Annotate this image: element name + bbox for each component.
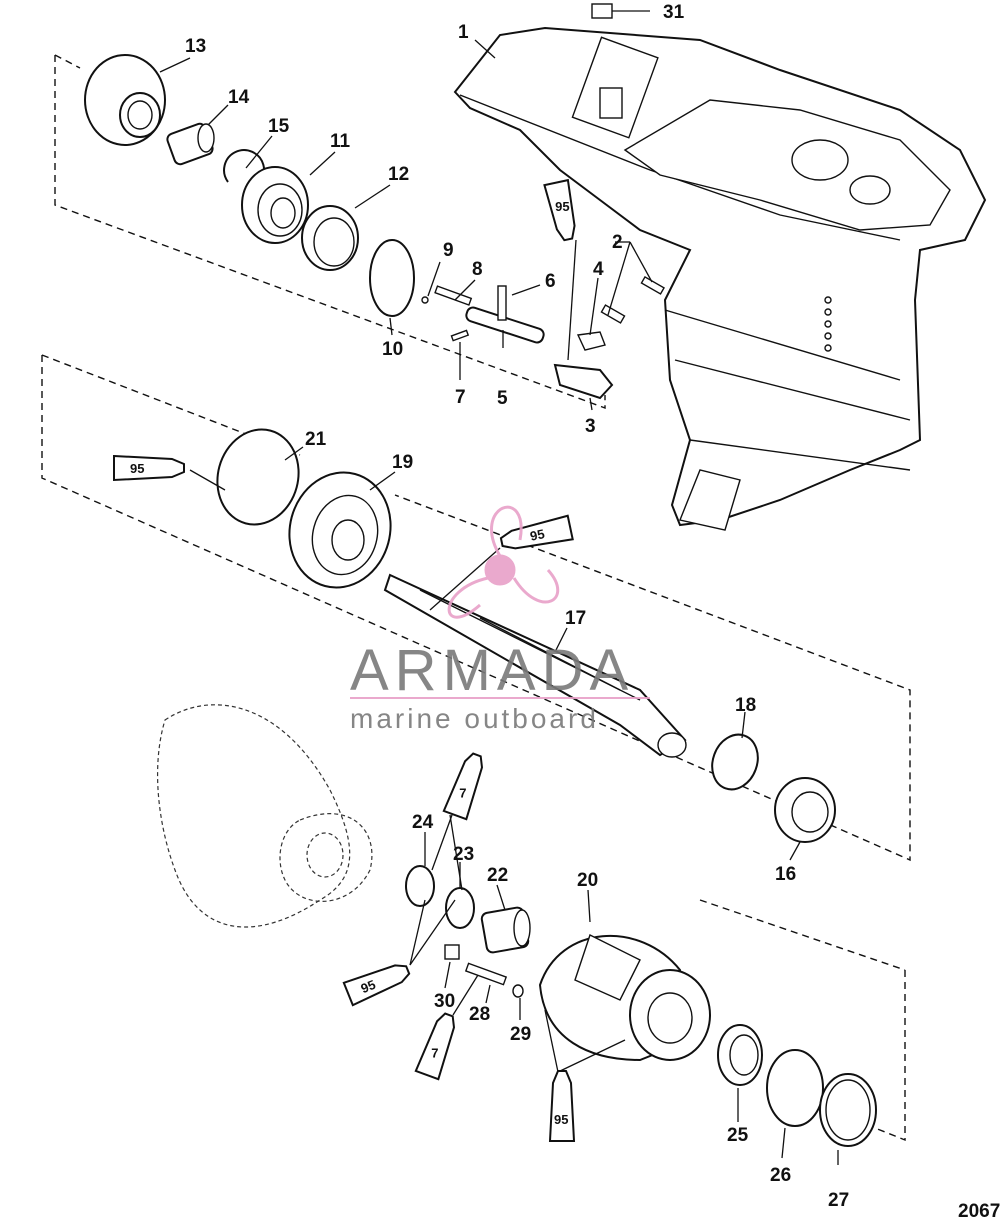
callout-29: 29	[510, 1024, 531, 1045]
spring-2a	[600, 304, 626, 324]
tube-label: 95	[130, 461, 144, 476]
callout-18: 18	[735, 695, 756, 716]
sealant-tube-95-lower-left: 95	[342, 964, 411, 1007]
washer-29	[512, 984, 524, 998]
callout-26: 26	[770, 1165, 791, 1186]
propeller-logo	[447, 505, 560, 619]
callout-2: 2	[612, 232, 623, 253]
needle-bearing	[166, 122, 215, 166]
callout-5: 5	[497, 388, 508, 409]
pin-6	[497, 285, 507, 321]
tube-label: 95	[359, 977, 378, 996]
callout-7: 7	[455, 387, 466, 408]
callout-12: 12	[388, 164, 409, 185]
callout-10: 10	[382, 339, 403, 360]
sealant-tube-95-left: 95	[113, 454, 185, 482]
nut-30	[444, 944, 460, 960]
o-ring-21	[216, 428, 300, 526]
callout-21: 21	[305, 429, 327, 450]
callout-13: 13	[185, 36, 206, 57]
tube-label: 95	[554, 1112, 568, 1127]
shift-cam-3	[553, 363, 614, 400]
callout-11: 11	[330, 131, 351, 152]
bearing-carrier-20	[538, 934, 711, 1062]
detent-4	[576, 331, 606, 351]
housing-holes	[824, 296, 832, 352]
stud-28	[464, 962, 508, 986]
bearing-race	[301, 205, 359, 271]
callout-14: 14	[228, 87, 250, 108]
callout-20: 20	[577, 870, 598, 891]
callout-27: 27	[828, 1190, 849, 1211]
group-boundary-upper-top	[54, 54, 81, 69]
callout-25: 25	[727, 1125, 749, 1146]
washer-9	[421, 296, 429, 304]
callout-4: 4	[593, 259, 604, 280]
callout-31: 31	[663, 2, 685, 23]
callout-16: 16	[775, 864, 796, 885]
needle-bearing-25	[717, 1024, 763, 1086]
spring-2b	[640, 275, 665, 295]
group-boundary-lower	[869, 970, 906, 1142]
propeller-shaft-17	[383, 573, 687, 758]
decal-part-31	[591, 3, 613, 19]
callout-22: 22	[487, 865, 508, 886]
armada-watermark: ARMADA marine outboard	[350, 505, 650, 734]
callout-1: 1	[458, 22, 469, 43]
watermark-brand: ARMADA	[350, 638, 634, 703]
callout-15: 15	[268, 116, 290, 137]
callout-17: 17	[565, 608, 586, 629]
tapered-roller-bearing	[241, 166, 309, 244]
o-ring-27-inner	[825, 1079, 871, 1141]
leader-lines	[159, 39, 839, 1165]
callout-8: 8	[472, 259, 483, 280]
propeller-outline	[157, 704, 373, 928]
bearing-carrier-19	[288, 471, 392, 589]
sealant-tube-95-bottom: 95	[548, 1070, 576, 1142]
clutch-16	[774, 777, 836, 843]
callout-9: 9	[443, 240, 454, 261]
group-boundary-upper	[54, 55, 606, 410]
callout-23: 23	[453, 844, 474, 865]
callout-labels: 1 2 3 4 5 6 7 8 9 10 11 12 13 14 15 16 1…	[185, 2, 1000, 1221]
bushing-22	[480, 906, 531, 954]
tube-label: 95	[555, 199, 569, 214]
callout-3: 3	[585, 416, 596, 437]
spring-8	[434, 285, 473, 306]
group-boundary-lower-top	[699, 899, 906, 971]
tube-label: 7	[431, 1046, 438, 1061]
callout-28: 28	[469, 1004, 490, 1025]
callout-24: 24	[412, 812, 434, 833]
pin-7	[450, 329, 470, 342]
group-boundary-middle	[41, 355, 911, 862]
o-ring-10	[369, 239, 415, 317]
thrust-washer-26	[766, 1049, 824, 1127]
sealant-tube-7-lower: 7	[414, 1012, 455, 1081]
sealant-tube-7-upper: 7	[442, 752, 483, 821]
callout-6: 6	[545, 271, 556, 292]
figure-number: 2067	[958, 1201, 1000, 1221]
seal-24	[405, 865, 435, 907]
callout-19: 19	[392, 452, 413, 473]
watermark-tagline: marine outboard	[350, 703, 599, 734]
tube-label: 95	[529, 526, 546, 544]
gearcase-housing	[453, 26, 987, 531]
bearing-carrier-flange	[84, 54, 166, 146]
tube-label: 7	[459, 786, 466, 801]
sealant-tube-95-upper: 95	[543, 178, 576, 242]
sealant-tube-95-shaft: 95	[499, 514, 574, 550]
retaining-ring-18	[711, 733, 759, 791]
callout-30: 30	[434, 991, 455, 1012]
